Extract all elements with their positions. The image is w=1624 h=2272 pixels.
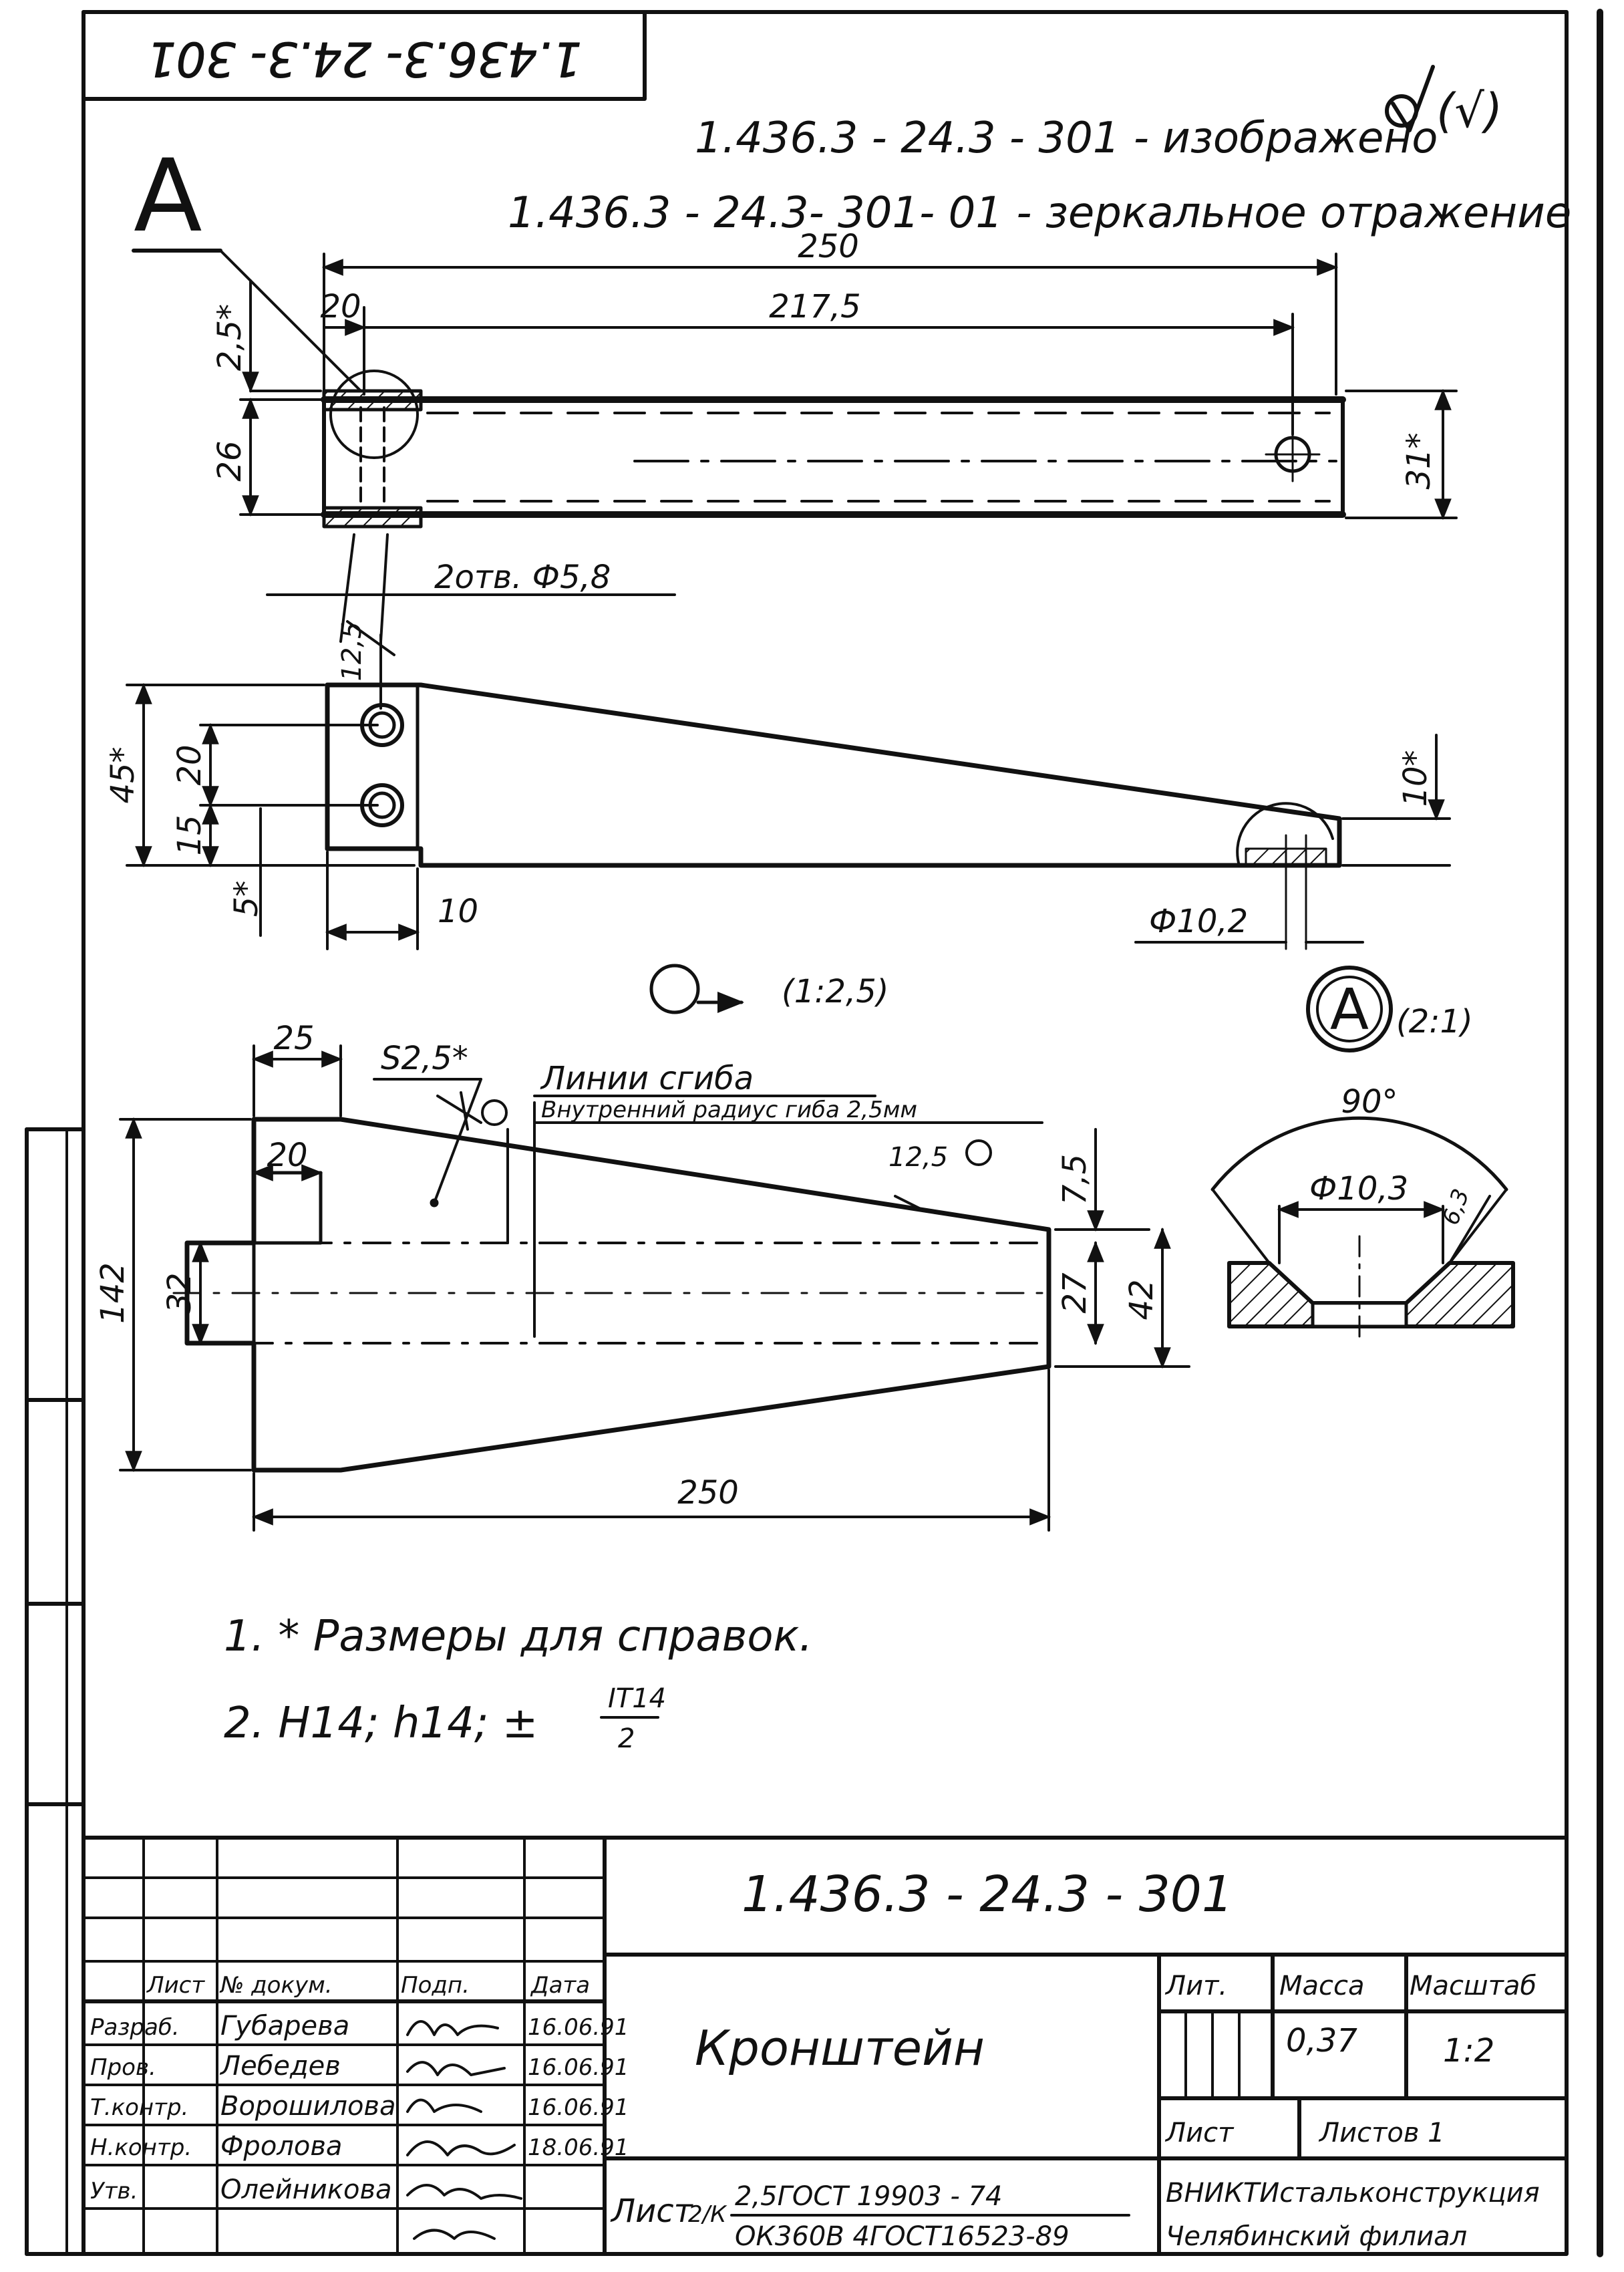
col-date: Дата [530,1972,590,1999]
dim-dia-10-2: Ф10,2 [1149,903,1248,940]
row-name: Ворошилова [220,2091,396,2122]
side-view-dimensions [126,620,1451,950]
top-code-text: 1.436.3- 24.3- 301 [146,31,582,86]
row-name: Олейникова [220,2174,392,2205]
material-prefix: Лист [610,2192,694,2230]
title-block [82,1836,1569,2256]
bend-radius-label: Внутренний радиус гиба 2,5мм [541,1097,917,1123]
designation-line-1: 1.436.3 - 24.3 - 301 - изображено [695,114,1438,163]
dim-2-5-top: 2,5* [211,304,249,371]
row-date: 18.06.91 [528,2134,629,2161]
top-view-dimensions [239,253,1458,643]
holes-label: 2отв. Ф5,8 [434,559,611,596]
bend-line-label: Линии сгиба [540,1060,754,1097]
flat-pattern-view [172,1078,1051,1473]
roughness-sign: (√) [1385,65,1502,138]
material-top: 2,5ГОСТ 19903 - 74 [735,2181,1002,2212]
dim-10-star-side: 10* [1397,750,1434,807]
row-date: 16.06.91 [528,2054,629,2081]
scale-value: 1:2 [1443,2032,1494,2070]
org-line-2: Челябинский филиал [1166,2221,1467,2252]
sheet-frame [25,9,1603,2257]
top-code-stamp: 1.436.3- 24.3- 301 [82,10,647,101]
detail-dia: Ф10,3 [1309,1170,1408,1208]
title-code: 1.436.3 - 24.3 - 301 [742,1866,1233,1923]
flat-pattern-dimensions [119,1044,1190,1532]
dim-5-side: 5* [228,881,265,917]
note-2-numerator: IT14 [608,1683,666,1714]
mass-value: 0,37 [1286,2022,1357,2060]
note-1: 1. * Размеры для справок. [224,1612,813,1661]
dim-20-side: 20 [171,744,208,785]
dim-7-5-flat: 7,5 [1056,1154,1094,1205]
row-date: 16.06.91 [528,2094,629,2121]
dim-27-flat: 27 [1056,1272,1094,1314]
hdr-lit: Лит. [1164,1971,1227,2001]
col-sign: Подп. [401,1972,470,1999]
row-name: Лебедев [219,2051,341,2082]
dim-250-flat: 250 [677,1474,739,1512]
material-frac: 2/К [688,2201,727,2228]
roughness-text: (√) [1436,84,1502,138]
row-role: Утв. [90,2178,138,2205]
detail-a-section [1210,1116,1515,1338]
row-role: Н.контр. [90,2134,192,2161]
dim-12-5-side: 12,5 [337,621,367,681]
col-list: Лист [146,1972,205,1999]
detail-a-label: А [1306,966,1393,1052]
dim-42-flat: 42 [1123,1279,1160,1320]
dim-32-flat: 32 [161,1272,198,1313]
dim-20-top: 20 [320,288,361,325]
material-bottom: ОК360В 4ГОСТ16523-89 [735,2221,1070,2252]
dim-250-top: 250 [798,228,859,265]
dim-15-side: 15 [171,815,208,855]
row-role: Пров. [90,2054,156,2081]
row-role: Разраб. [90,2014,180,2041]
thickness-label: S2,5* [381,1040,468,1077]
dim-12-5-flat: 12,5 [888,1142,948,1173]
sheets-label: Листов 1 [1318,2118,1445,2148]
dim-25-flat: 25 [273,1020,314,1057]
dim-31-top: 31* [1400,432,1438,489]
dim-10-side: 10 [438,893,478,930]
detail-chamfer: 6,3 [1438,1185,1475,1228]
detail-angle: 90° [1341,1083,1398,1121]
detail-scale: (2:1) [1396,1003,1473,1040]
col-doc: № докум. [219,1972,333,1999]
row-name: Фролова [220,2131,342,2162]
hdr-scale: Масштаб [1410,1971,1536,2001]
row-name: Губарева [220,2011,349,2041]
dim-26-top: 26 [211,440,249,481]
dim-45-side: 45* [104,746,142,803]
dim-20-flat: 20 [267,1137,307,1174]
org-line-1: ВНИКТИстальконструкция [1166,2178,1540,2209]
note-2: 2. Н14; h14; ± [224,1699,538,1748]
dim-217-top: 217,5 [769,288,860,325]
signatures [406,2020,522,2240]
sheet-label: Лист [1164,2118,1235,2148]
hdr-mass: Масса [1279,1971,1365,2001]
dim-142-flat: 142 [94,1262,132,1324]
flat-pattern-symbol [649,964,744,1014]
note-2-denominator: 2 [618,1723,635,1754]
row-role: Т.контр. [90,2094,188,2121]
title-name: Кронштейн [695,2020,985,2076]
view-label-a: А [134,138,202,255]
top-view [321,370,1346,529]
staff-rows: Разраб. Губарева 16.06.91 Пров. Лебедев … [90,2011,629,2205]
detail-a-letter: А [1330,977,1369,1043]
designation-line-2: 1.436.3 - 24.3- 301- 01 - зеркальное отр… [508,188,1571,238]
row-date: 16.06.91 [528,2014,629,2041]
flat-scale: (1:2,5) [782,973,889,1010]
